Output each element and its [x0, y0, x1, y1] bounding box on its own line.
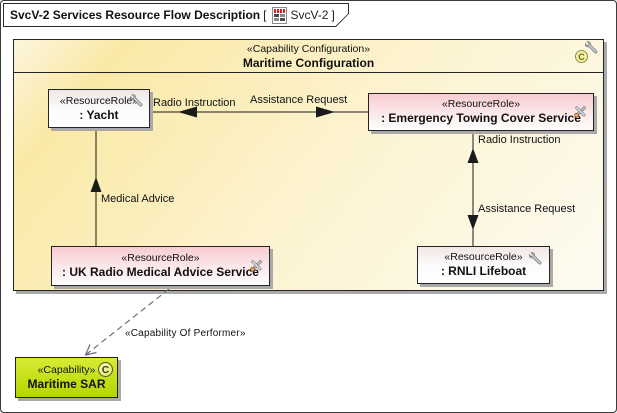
node-name: : RNLI Lifeboat — [440, 264, 527, 278]
flow-label-assistance-request[interactable]: Assistance Request — [250, 94, 348, 106]
flow-label-radio-instruction[interactable]: Radio Instruction — [478, 134, 561, 146]
node-stereotype: «Capability» — [37, 363, 96, 376]
node-stereotype: «ResourceRole» — [121, 252, 200, 264]
node-yacht[interactable]: «ResourceRole» : Yacht — [48, 89, 150, 128]
node-uk-radio-medical-advice-service[interactable]: «ResourceRole» : UK Radio Medical Advice… — [51, 246, 270, 286]
node-name: : UK Radio Medical Advice Service — [62, 265, 259, 279]
wrench-icon — [130, 94, 143, 107]
node-stereotype: «ResourceRole» — [59, 94, 139, 107]
dependency-label-capability-of-performer[interactable]: «Capability Of Performer» — [125, 328, 246, 339]
wrench-icon — [529, 252, 542, 265]
node-name: Maritime SAR — [27, 376, 106, 391]
flow-label-assistance-request[interactable]: Assistance Request — [478, 203, 576, 215]
node-name: : Emergency Towing Cover Service — [381, 111, 581, 125]
node-rnli-lifeboat[interactable]: «ResourceRole» : RNLI Lifeboat — [417, 246, 550, 284]
wrench-icon — [585, 41, 598, 54]
diagram-ref-close-bracket: ] — [331, 8, 335, 22]
capability-configuration-icon: C — [575, 41, 598, 65]
node-stereotype: «ResourceRole» — [444, 251, 523, 263]
node-emergency-towing-cover-service[interactable]: «ResourceRole» : Emergency Towing Cover … — [368, 93, 594, 131]
crossed-tools-icon — [574, 106, 586, 118]
frame-stereotype: «Capability Configuration» — [246, 43, 371, 55]
diagram-ref-open-bracket: [ — [263, 8, 267, 22]
diagram-ref-label: SvcV-2 — [290, 8, 329, 22]
diagram-title: SvcV-2 Services Resource Flow Descriptio… — [10, 8, 261, 22]
capability-configuration-header: «Capability Configuration» Maritime Conf… — [14, 40, 603, 73]
dependency-connector-capability-of-performer[interactable] — [84, 288, 170, 356]
flow-label-medical-advice[interactable]: Medical Advice — [101, 193, 175, 205]
diagram-title-tab-face: SvcV-2 Services Resource Flow Descriptio… — [4, 4, 348, 26]
node-name: : Yacht — [79, 107, 119, 122]
diagram-title-tab: SvcV-2 Services Resource Flow Descriptio… — [3, 3, 349, 27]
capability-c-icon: C — [98, 362, 113, 377]
frame-name: Maritime Configuration — [242, 56, 375, 70]
node-maritime-sar-capability[interactable]: «Capability» Maritime SAR C — [15, 357, 118, 398]
node-stereotype: «ResourceRole» — [441, 98, 521, 110]
svcv2-diagram-icon — [272, 7, 287, 24]
circled-c-icon: C — [575, 50, 588, 63]
crossed-tools-icon — [250, 260, 262, 272]
open-arrowhead-icon — [84, 344, 97, 356]
flow-label-radio-instruction[interactable]: Radio Instruction — [153, 97, 236, 109]
